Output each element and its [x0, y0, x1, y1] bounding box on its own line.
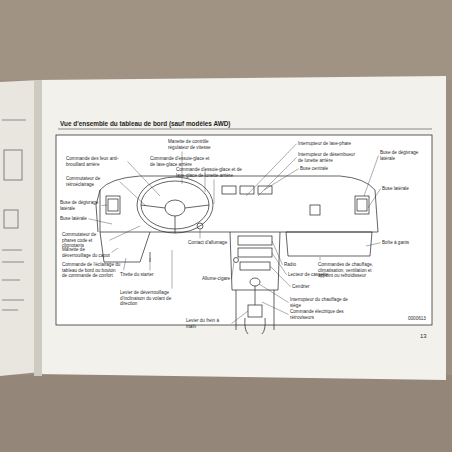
leader-line: [172, 250, 173, 289]
leader-line: [262, 302, 289, 315]
leader-line: [124, 258, 127, 270]
part-label: Manette de contrôle régulateur de vitess…: [168, 139, 228, 150]
page-number: 13: [420, 333, 427, 340]
part-label: Manette de déverrouillage du capot: [62, 247, 110, 258]
leader-line: [110, 226, 141, 240]
part-label: Radio: [284, 262, 296, 268]
leader-line: [264, 169, 299, 190]
part-label: Commutateur de phares code et clignotant…: [62, 232, 108, 249]
part-label: Interrupteur du chauffage de siège: [290, 297, 350, 308]
part-label: Buse centrale: [300, 166, 328, 172]
leader-line: [246, 144, 297, 196]
part-label: Commutateur de rétroéclairage: [66, 176, 118, 187]
part-label: Commande des feux anti-brouillard arrièr…: [66, 156, 126, 167]
part-label: Levier du frein à main: [186, 318, 230, 329]
leader-line: [150, 258, 151, 271]
leader-line: [364, 156, 379, 197]
part-label: Buse de dégivrage latérale: [60, 200, 100, 211]
part-label: Buse latérale: [60, 216, 87, 222]
part-label: Allume-cigare: [202, 276, 230, 282]
leader-line: [102, 205, 108, 207]
leader-line: [200, 229, 201, 239]
leader-line: [120, 182, 147, 207]
page-title: Vue d'ensemble du tableau de bord (sauf …: [60, 120, 230, 127]
part-label: Interrupteur de lave-phare: [298, 141, 351, 147]
part-label: Boîte à gants: [382, 240, 409, 246]
leader-line: [232, 311, 249, 324]
figure-code: 0000613: [408, 316, 426, 322]
leader-line: [128, 162, 161, 197]
part-label: Lecteur de cassette: [288, 272, 328, 278]
part-label: Buse de dégivrage latérale: [380, 150, 428, 161]
part-label: Levier de déverrouillage d'inclinaison d…: [120, 290, 180, 307]
leader-line: [320, 257, 321, 261]
part-label: Buse latérale: [382, 186, 409, 192]
part-label: Commande électrique des rétroviseurs: [290, 309, 350, 320]
part-label: Interrupteur de désembueur de lunette ar…: [298, 152, 360, 163]
leader-line: [270, 266, 291, 287]
leader-line: [232, 262, 234, 279]
leader-line: [112, 248, 119, 253]
leader-line: [205, 169, 206, 193]
part-label: Cendrier: [292, 284, 310, 290]
part-label: Tirette du starter: [120, 272, 154, 278]
part-label: Commande de l'éclairage du tableau de bo…: [62, 262, 122, 279]
part-label: Contact d'allumage: [188, 240, 227, 246]
leader-line: [214, 180, 215, 205]
part-label: Commande d'essuie-glace et de lave-glace…: [150, 156, 212, 167]
part-label: Commande d'essuie-glace et de lave-glace…: [176, 167, 242, 178]
leader-line: [368, 189, 381, 208]
leader-line: [258, 158, 297, 197]
leader-line: [88, 219, 112, 224]
leader-line: [366, 243, 381, 246]
leader-line: [259, 284, 289, 303]
